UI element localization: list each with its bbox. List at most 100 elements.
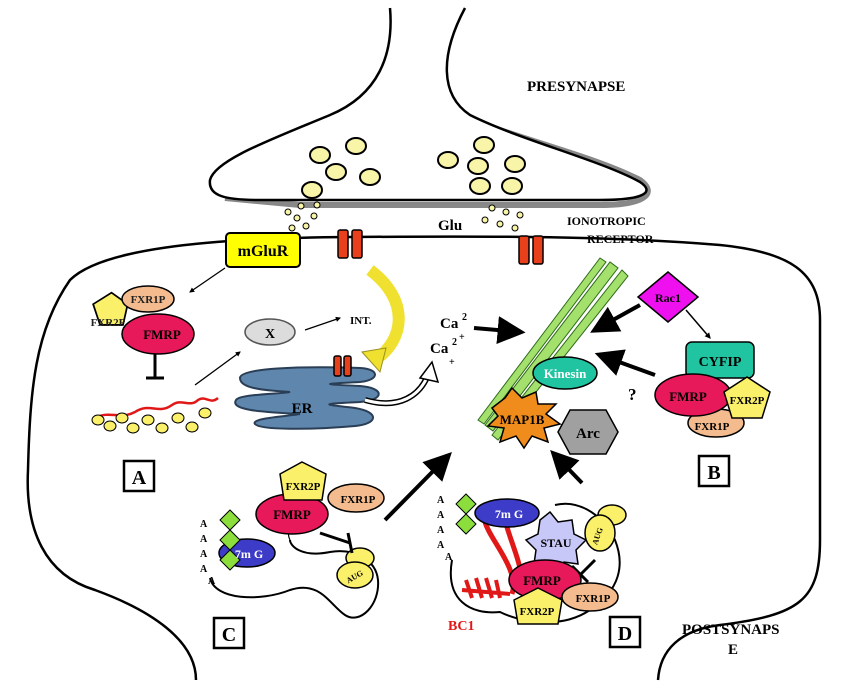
svg-text:A: A [437, 510, 445, 521]
postsynapse-label: POSTSYNAPS [682, 622, 780, 638]
fxr1p-c [327, 483, 385, 513]
panel-d-box [608, 615, 642, 649]
panel-b-box [697, 454, 731, 488]
svg-text:A: A [200, 564, 208, 575]
x-label: X [265, 327, 275, 342]
svg-text:A: A [200, 549, 208, 560]
question-label: ? [628, 385, 637, 404]
fxr1p-c-label: FXR1P [341, 494, 376, 506]
aug-d [584, 514, 616, 552]
glutamate-molecules [284, 201, 524, 232]
rac1-cyfip-arrow [685, 309, 711, 339]
presynapse-membrane [208, 7, 648, 202]
fxr2p-b [723, 376, 771, 419]
fxr2p-c-label: FXR2P [286, 481, 321, 493]
presynapse-label: PRESYNAPSE [527, 79, 625, 95]
svg-text:A: A [208, 576, 216, 587]
kinesin-label: Kinesin [544, 366, 587, 381]
fxr1p-a-label: FXR1P [131, 294, 166, 306]
vesicle [309, 146, 331, 164]
er-label: ER [292, 401, 313, 417]
cap-d-label: 7m G [495, 507, 523, 521]
vesicle [359, 168, 381, 186]
receptor-label: RECEPTOR [587, 232, 654, 246]
fxr2p-a-label: FXR2P [91, 317, 126, 329]
ionotropic-label: IONOTROPIC [567, 214, 646, 228]
polyA-c-3 [219, 549, 241, 571]
panel-b-label: B [707, 462, 720, 484]
fxr1p-d [561, 582, 619, 612]
panel-a-box [122, 459, 156, 493]
fmrp-b-label: FMRP [669, 389, 707, 404]
panel-a-label: A [132, 467, 147, 489]
stau-label: STAU [540, 536, 571, 550]
calcium-charge-upper: + [459, 332, 465, 343]
fmrp-c-label: FMRP [273, 507, 311, 522]
bc1-rna [461, 577, 511, 599]
thick-arrows [383, 303, 656, 522]
postsynapse-membrane [26, 235, 822, 681]
svg-text:A: A [437, 525, 445, 536]
complex-a [92, 285, 195, 355]
fmrp-a [121, 313, 195, 355]
fmrp-a-label: FMRP [143, 327, 181, 342]
ionotropic-receptor-right [518, 235, 544, 265]
complex-c [209, 461, 385, 619]
arc [557, 409, 619, 455]
vesicle [345, 137, 367, 155]
calcium-release-arrowhead [361, 347, 387, 374]
glu-label: Glu [438, 218, 462, 234]
fxr2p-d-label: FXR2P [520, 606, 555, 618]
fxr2p-d [513, 587, 563, 625]
fmrp-d-label: FMRP [523, 573, 561, 588]
polyA-d-1 [455, 493, 477, 515]
vesicle [469, 177, 491, 195]
fxr1p-d-label: FXR1P [576, 593, 611, 605]
cap-d [474, 498, 540, 528]
polyA-tail-d: A A A A A [437, 495, 453, 563]
svg-text:A: A [200, 519, 208, 530]
calcium-label-lower: Ca [430, 341, 449, 357]
cyfip-label: CYFIP [699, 355, 742, 370]
map1b [486, 386, 562, 450]
thin-arrows [189, 267, 341, 386]
polyA-tail-c: A A A A A [200, 519, 216, 587]
map1b-label: MAP1B [500, 412, 545, 427]
fxr2p-c [279, 461, 327, 501]
calcium-sup-lower: 2 [452, 337, 457, 348]
cyfip [685, 341, 755, 379]
calcium-label-upper: Ca [440, 316, 459, 332]
postsynapse-label-end: E [728, 642, 738, 658]
panel-d-label: D [618, 623, 632, 645]
vesicle [504, 155, 526, 173]
vesicle [467, 157, 489, 175]
synaptic-vesicles [301, 136, 526, 199]
endoplasmic-reticulum [234, 366, 380, 430]
fxr2p-b-label: FXR2P [730, 395, 765, 407]
fxr1p-a [121, 285, 175, 313]
mglur-label: mGluR [238, 243, 289, 260]
svg-text:A: A [437, 495, 445, 506]
arc-label: Arc [576, 426, 600, 442]
mrna-c [209, 539, 380, 619]
vesicle [501, 177, 523, 195]
cap-c-label: 7m G [235, 547, 263, 561]
panel-c-label: C [222, 624, 236, 646]
fxr1p-b-label: FXR1P [695, 421, 730, 433]
polyA-c-1 [219, 509, 241, 531]
int-label: INT. [350, 315, 372, 327]
aug-c [336, 561, 374, 589]
rac1 [636, 271, 700, 323]
rac1-label: Rac1 [655, 291, 681, 305]
svg-text:A: A [445, 552, 453, 563]
vesicle [325, 163, 347, 181]
bc1-label: BC1 [448, 619, 474, 634]
x-factor [244, 318, 296, 346]
svg-text:A: A [200, 534, 208, 545]
vesicle [473, 136, 495, 154]
calcium-sup-upper: 2 [462, 312, 467, 323]
vesicle [437, 151, 459, 169]
polysome-a [91, 396, 219, 434]
